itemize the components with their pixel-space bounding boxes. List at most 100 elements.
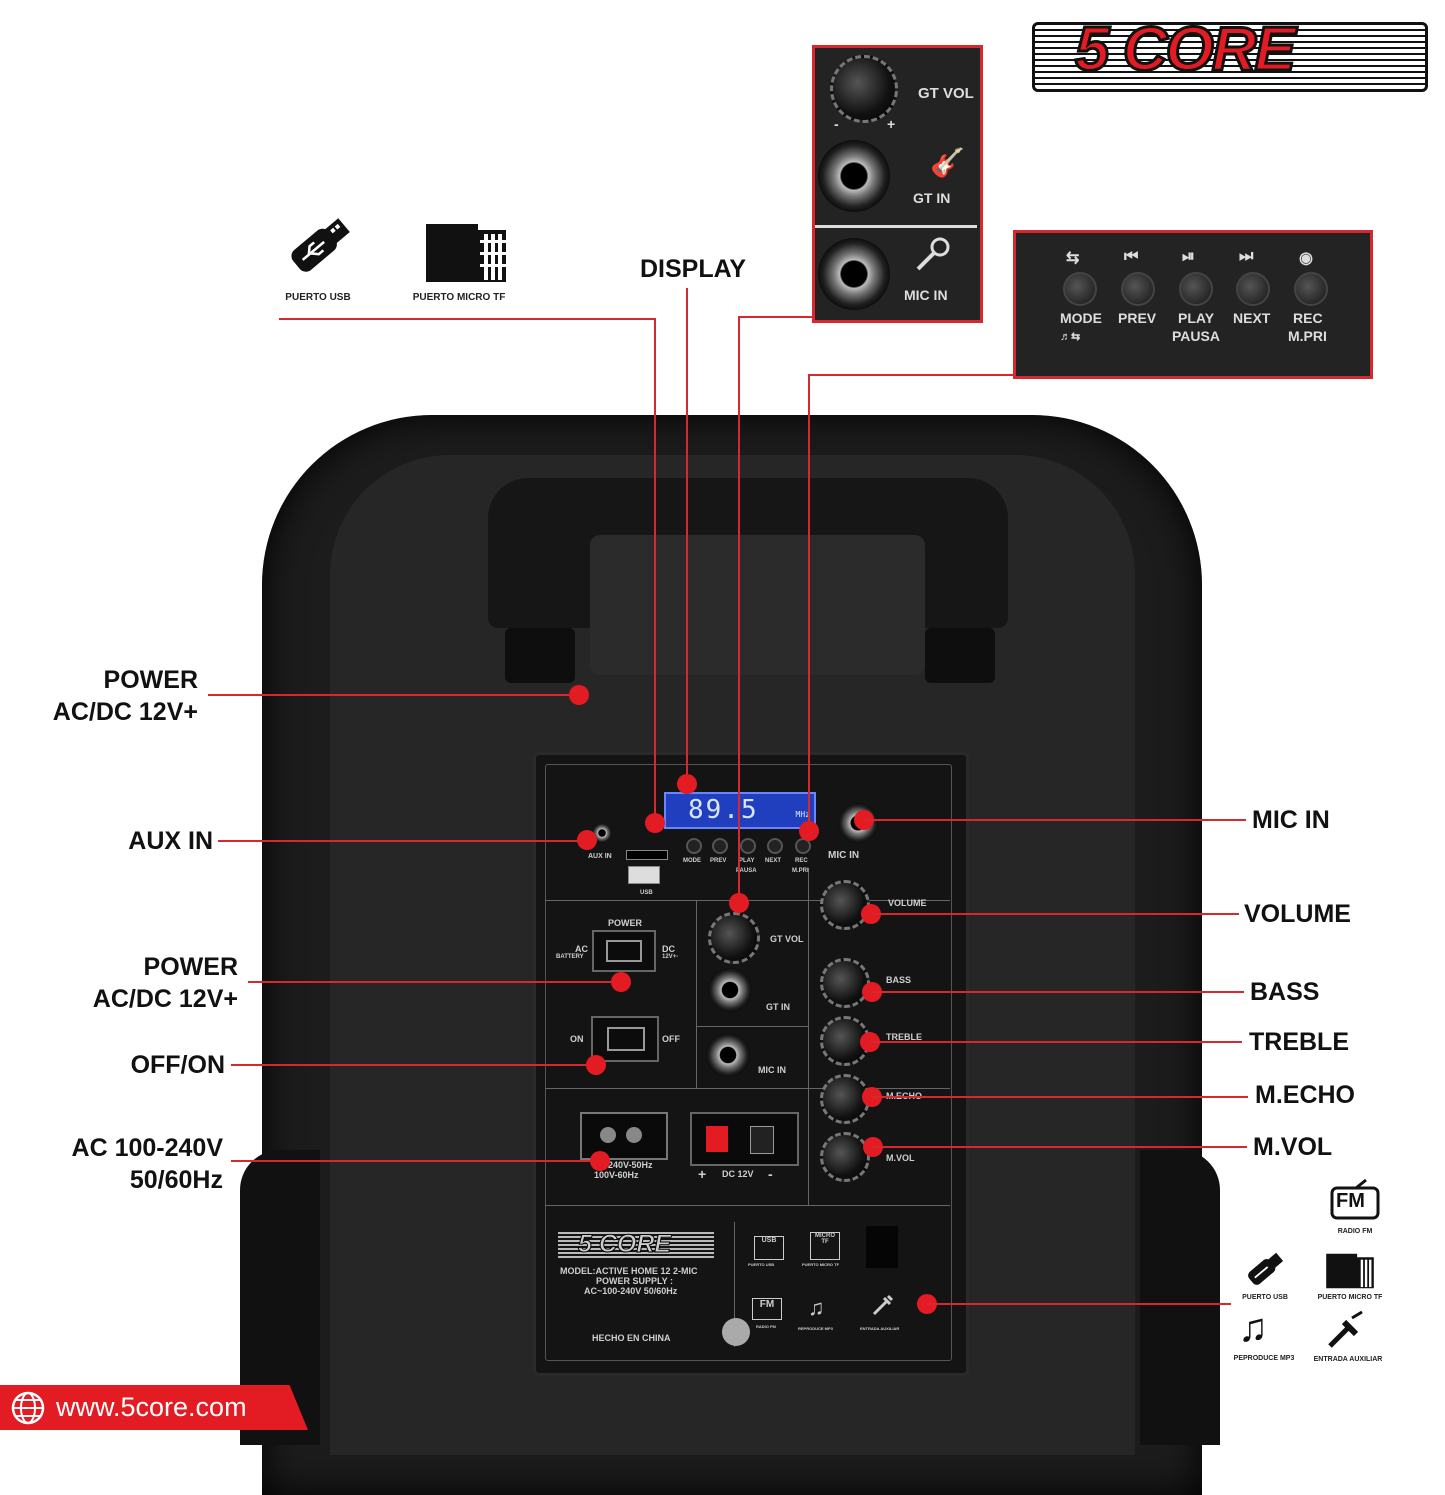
inset-mode-button <box>1063 272 1097 306</box>
panel-seal <box>722 1318 750 1346</box>
legend-mp3-label: PEPRODUCE MP3 <box>1233 1355 1295 1362</box>
lcd-display: 89.5 MHz <box>664 792 816 829</box>
panel-mode-button[interactable] <box>686 838 702 854</box>
panel-next-label: NEXT <box>765 858 782 864</box>
panel-battery-label: BATTERY <box>556 954 584 960</box>
display-unit: MHz <box>795 810 810 819</box>
panel-play-label: PLAY <box>739 858 755 864</box>
bass-knob[interactable] <box>820 958 870 1008</box>
panel-model: MODEL:ACTIVE HOME 12 2-MIC <box>560 1266 698 1276</box>
inset-gt-vol-label: GT VOL <box>918 85 974 102</box>
next-icon: ⏭ <box>1239 248 1254 265</box>
prev-icon: ⏮ <box>1124 248 1139 265</box>
panel-usb-box: USB <box>754 1236 784 1260</box>
panel-volume-label: VOLUME <box>888 898 927 908</box>
legend-usb-label: PUERTO USB <box>1242 1294 1288 1301</box>
callout-ac-volt: AC 100-240V <box>71 1134 223 1162</box>
aux-in-jack[interactable] <box>592 823 612 843</box>
panel-supply-value: AC~100-240V 50/60Hz <box>584 1286 678 1296</box>
top-tf-label: PUERTO MICRO TF <box>412 292 506 303</box>
volume-knob[interactable] <box>820 880 870 930</box>
guitar-volume-knob[interactable] <box>708 912 760 964</box>
website-banner <box>0 1385 308 1430</box>
panel-tf-box: MICRO TF <box>810 1232 840 1260</box>
inset-gt-in-jack <box>818 140 890 212</box>
guitar-in-jack[interactable] <box>708 968 752 1012</box>
dc-plus: + <box>698 1166 707 1182</box>
top-usb-label: PUERTO USB <box>285 292 351 303</box>
play-pause-icon: ⏯ <box>1182 248 1195 265</box>
callout-aux-in: AUX IN <box>128 827 213 855</box>
speaker-side-right <box>1140 1150 1220 1445</box>
buttons-dot <box>799 821 819 841</box>
usb-port[interactable] <box>628 866 660 884</box>
mic-in-2-jack[interactable] <box>706 1033 750 1077</box>
inset-prev-button <box>1121 272 1155 306</box>
inset-mpri-label: M.PRI <box>1288 328 1327 344</box>
on-off-switch[interactable] <box>591 1016 659 1062</box>
inset-rec-button <box>1294 272 1328 306</box>
guitar-dot <box>729 893 749 913</box>
callout-power-top: POWER <box>103 666 198 694</box>
panel-usb-caption: PUERTO USB <box>748 1262 775 1267</box>
panel-prev-button[interactable] <box>712 838 728 854</box>
mic-volume-knob[interactable] <box>820 1132 870 1182</box>
panel-dc12v-label: DC 12V <box>722 1169 754 1179</box>
panel-ac-volt-1: 240V-50Hz <box>608 1160 653 1170</box>
callout-power-mid: POWER <box>143 953 238 981</box>
callout-power-top-volt: AC/DC 12V+ <box>52 698 198 726</box>
inset-next-label: NEXT <box>1233 310 1271 326</box>
legend-usb-icon <box>1240 1248 1288 1292</box>
inset-gt-in-label: GT IN <box>913 190 951 206</box>
off-on-dot <box>586 1055 606 1075</box>
inset-gt-vol-knob <box>830 55 898 123</box>
inset-pausa-label: PAUSA <box>1172 328 1220 344</box>
panel-next-button[interactable] <box>767 838 783 854</box>
panel-mic-in-2-label: MIC IN <box>758 1065 786 1075</box>
website-link[interactable]: www.5core.com <box>56 1392 247 1422</box>
panel-gt-in-label: GT IN <box>766 1002 790 1012</box>
panel-mic-in-label: MIC IN <box>828 850 860 861</box>
inset-rec-label: REC <box>1293 310 1323 326</box>
inset-mode-sub-icon: ♬⇆ <box>1060 331 1081 343</box>
rec-icon: ◉ <box>1299 250 1313 267</box>
panel-on-label: ON <box>570 1034 584 1044</box>
display-frequency: 89.5 <box>688 795 759 825</box>
panel-pausa-label: PAUSA <box>736 868 757 874</box>
panel-bass-label: BASS <box>886 975 912 985</box>
callout-display: DISPLAY <box>640 255 747 283</box>
tf-card-slot[interactable] <box>626 850 668 860</box>
mode-icon: ⇆ <box>1066 250 1080 267</box>
legend-tf-icon <box>1325 1252 1375 1290</box>
panel-treble-label: TREBLE <box>886 1032 922 1042</box>
panel-dc-label: DC <box>662 944 675 954</box>
callout-m-echo: M.ECHO <box>1255 1081 1355 1109</box>
inset-mic-in-label: MIC IN <box>904 287 948 303</box>
mic-echo-knob[interactable] <box>820 1074 870 1124</box>
usb-icon <box>278 212 358 282</box>
aux-plug-icon <box>1326 1310 1370 1350</box>
panel-rec-label: REC <box>795 858 808 864</box>
legend-fm-label: RADIO FM <box>1337 1228 1373 1235</box>
callout-volume: VOLUME <box>1244 900 1351 928</box>
panel-fm-box: FM <box>752 1298 782 1320</box>
handle-mount-left <box>505 628 575 683</box>
dc-terminal[interactable] <box>690 1112 799 1166</box>
inset-play-label: PLAY <box>1178 310 1215 326</box>
panel-mpri-label: M.PRI <box>792 868 809 874</box>
inset-prev-label: PREV <box>1118 310 1157 326</box>
callout-power-mid-volt: AC/DC 12V+ <box>92 985 238 1013</box>
brand-logo-text: 5 CORE <box>1074 14 1298 86</box>
dc-minus: - <box>768 1166 773 1182</box>
panel-play-button[interactable] <box>740 838 756 854</box>
panel-aux-caption: ENTRADA AUXILIAR <box>860 1326 900 1331</box>
panel-fm-caption: RADIO FM <box>756 1324 776 1329</box>
power-source-switch[interactable] <box>592 930 656 972</box>
panel-gt-vol-label: GT VOL <box>770 934 804 944</box>
panel-aux-label: AUX IN <box>588 853 612 860</box>
ac-dot <box>590 1151 610 1171</box>
panel-ac-volt-2: 100V-60Hz <box>594 1170 639 1180</box>
inset-mode-label: MODE <box>1060 310 1102 326</box>
music-note-icon: ♫ <box>1238 1306 1268 1350</box>
micro-tf-icon <box>424 222 508 284</box>
